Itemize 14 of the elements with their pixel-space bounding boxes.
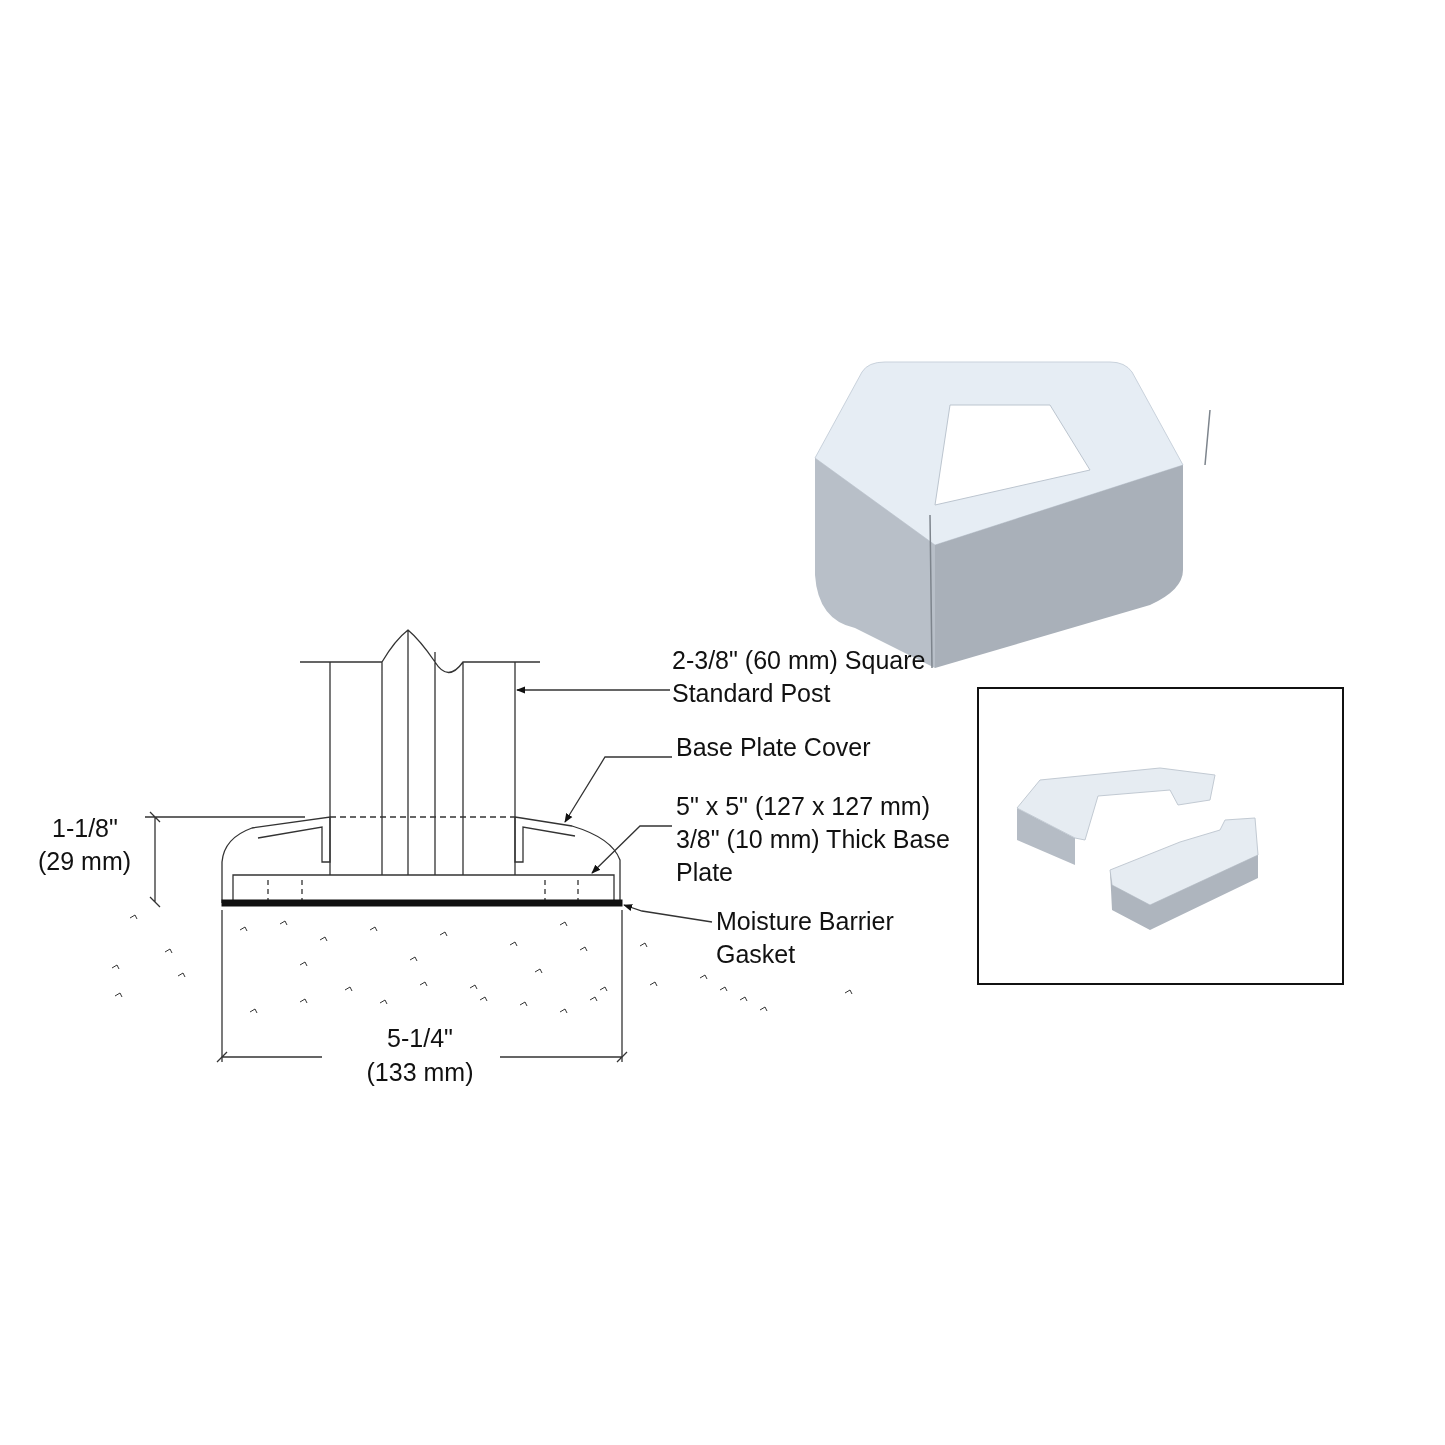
callout-label: 5" x 5" (127 x 127 mm) 3/8" (10 mm) Thick Base Plate (676, 790, 976, 889)
post-section (299, 629, 541, 876)
leader-line (623, 904, 713, 923)
dimension-label: 5-1/4" (387, 1023, 453, 1054)
leader-line (591, 825, 673, 874)
leader-line (564, 756, 673, 823)
callout-label: Moisture Barrier Gasket (716, 905, 936, 971)
callout-label: Base Plate Cover (676, 731, 976, 764)
dimension-label: 1-1/8" (52, 813, 118, 844)
dimension-label: (29 mm) (38, 846, 132, 877)
leader-line (516, 686, 671, 694)
gasket-bar (221, 899, 623, 907)
dimension-label: (133 mm) (366, 1057, 474, 1088)
callout-label: 2-3/8" (60 mm) Square Standard Post (672, 644, 992, 710)
